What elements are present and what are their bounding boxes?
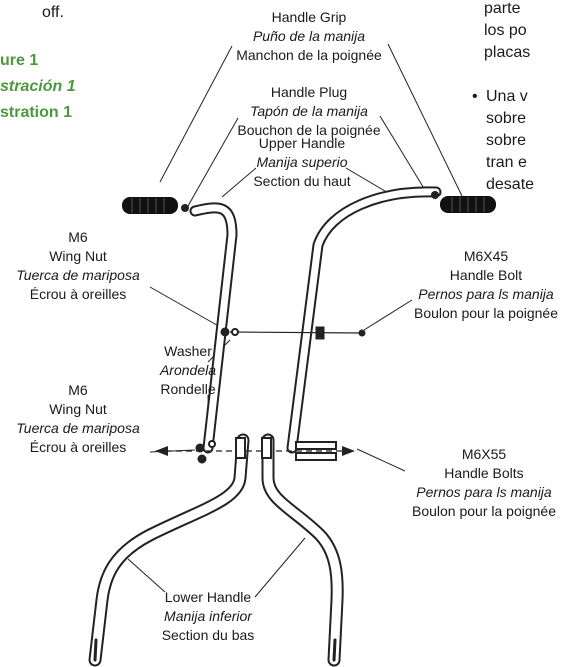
label-text: Wing Nut [49, 401, 107, 417]
leader-bolt-top [363, 299, 413, 331]
label-text: Bouchon de la poignée [237, 122, 381, 138]
label-handle-plug: Handle Plug Tapón de la manija Bouchon d… [222, 83, 396, 140]
wing-nut-bottom-1 [195, 443, 205, 453]
label-text: Manija superio [256, 154, 348, 170]
plug-right [431, 191, 439, 199]
label-text: Arondela [159, 362, 217, 378]
label-text: Boulon pour la poignée [411, 503, 556, 519]
leader-grip-left [159, 45, 233, 183]
label-handle-bolts: M6X55 Handle Bolts Pernos para ls manija… [402, 445, 566, 521]
leader-plug-right [379, 115, 429, 196]
grip-right [440, 196, 496, 213]
bolt-bottom-a [261, 437, 272, 459]
leader-lines [127, 43, 463, 598]
label-wing-nut-bottom: M6 Wing Nut Tuerca de mariposa Écrou à o… [0, 381, 156, 457]
bolt-lines [156, 331, 363, 452]
spanish-line-2: los po [484, 22, 527, 39]
bolt-bottom-c [295, 452, 337, 461]
label-upper-handle: Upper Handle Manija superio Section du h… [240, 134, 364, 191]
upper-left-tube [189, 202, 238, 454]
label-handle-bolt: M6X45 Handle Bolt Pernos para ls manija … [406, 247, 566, 323]
spanish-line-6: sobre [486, 132, 527, 149]
spanish-bullet: • [472, 88, 478, 105]
slot-left [93, 638, 98, 662]
wing-nut-top [220, 327, 230, 337]
spanish-line-5: sobre [486, 110, 527, 127]
bolt-bottom-b [295, 441, 337, 450]
label-wing-nut-top: M6 Wing Nut Tuerca de mariposa Écrou à o… [0, 228, 156, 304]
figure-heading-en: ure 1 [0, 52, 39, 69]
handle-tubes [88, 186, 442, 667]
label-text: M6 [68, 229, 88, 245]
leader-upper-left [221, 167, 257, 198]
label-text: Handle Bolt [449, 267, 523, 283]
label-text: Pernos para ls manija [418, 286, 554, 302]
spanish-line-3: placas [484, 44, 531, 61]
label-text: Washer [164, 343, 212, 359]
figure-heading-fr: stration 1 [0, 104, 73, 121]
label-text: Écrou à oreilles [29, 439, 127, 455]
label-text: Boulon pour la poignée [413, 305, 558, 321]
label-text: M6X45 [463, 248, 509, 264]
spanish-line-4: Una v [486, 88, 528, 105]
label-text: Section du bas [161, 627, 255, 643]
label-text: Puño de la manija [252, 28, 366, 44]
label-text: Écrou à oreilles [29, 286, 127, 302]
spanish-line-1: parte [484, 0, 521, 17]
bolt-top-head [315, 326, 325, 340]
label-text: Section du haut [253, 173, 351, 189]
leader-wingnut-top [149, 286, 223, 329]
label-text: Tuerca de mariposa [16, 420, 140, 436]
label-text: Upper Handle [258, 135, 346, 151]
label-text: Handle Plug [270, 84, 348, 100]
figure-heading: ure 1 stración 1 stration 1 [0, 48, 76, 126]
label-text: Handle Grip [271, 9, 347, 25]
label-text: Tuerca de mariposa [16, 267, 140, 283]
leader-lower-right [254, 537, 306, 598]
washer-bottom [208, 440, 216, 448]
leader-grip-right [387, 43, 463, 197]
bolt-line-top [229, 331, 363, 334]
grip-left [122, 197, 178, 214]
label-text: Tapón de la manija [250, 103, 368, 119]
top-text-fragment: off. [42, 4, 64, 21]
leader-lower-left [127, 558, 166, 593]
label-text: Rondelle [160, 381, 216, 397]
spanish-text-block: parte los po placas [484, 0, 530, 64]
label-text: M6X55 [461, 446, 507, 462]
label-text: M6 [68, 382, 88, 398]
label-text: Wing Nut [49, 248, 107, 264]
label-lower-handle: Lower Handle Manija inferior Section du … [146, 588, 270, 645]
washer-top [231, 328, 239, 336]
label-text: Handle Bolts [444, 465, 524, 481]
lower-right-tube [261, 433, 344, 667]
label-text: Lower Handle [164, 589, 252, 605]
leader-bolt-bottom [356, 448, 406, 472]
bolt-left-sleeve [235, 437, 246, 459]
hardware [195, 326, 366, 464]
label-washer: Washer Arondela Rondelle [146, 342, 230, 399]
label-text: Manchon de la poignée [236, 47, 382, 63]
label-handle-grip: Handle Grip Puño de la manija Manchon de… [222, 8, 396, 65]
leader-plug-left [187, 117, 239, 207]
spanish-text-block-2: Una v sobre sobre tran e desate [486, 86, 534, 196]
arrow-left [155, 446, 168, 456]
plug-left [181, 204, 189, 212]
wing-nut-bottom-2 [197, 454, 207, 464]
spanish-line-7: tran e [486, 154, 527, 171]
upper-right-tube [286, 186, 442, 454]
figure-heading-es: stración 1 [0, 78, 76, 95]
bolt-top-tip [358, 329, 366, 337]
slot-right [332, 638, 337, 662]
lower-left-tube [88, 433, 250, 667]
label-text: Pernos para ls manija [416, 484, 552, 500]
spanish-line-8: desate [486, 176, 535, 193]
label-text: Manija inferior [164, 608, 252, 624]
arrow-right [342, 446, 355, 456]
